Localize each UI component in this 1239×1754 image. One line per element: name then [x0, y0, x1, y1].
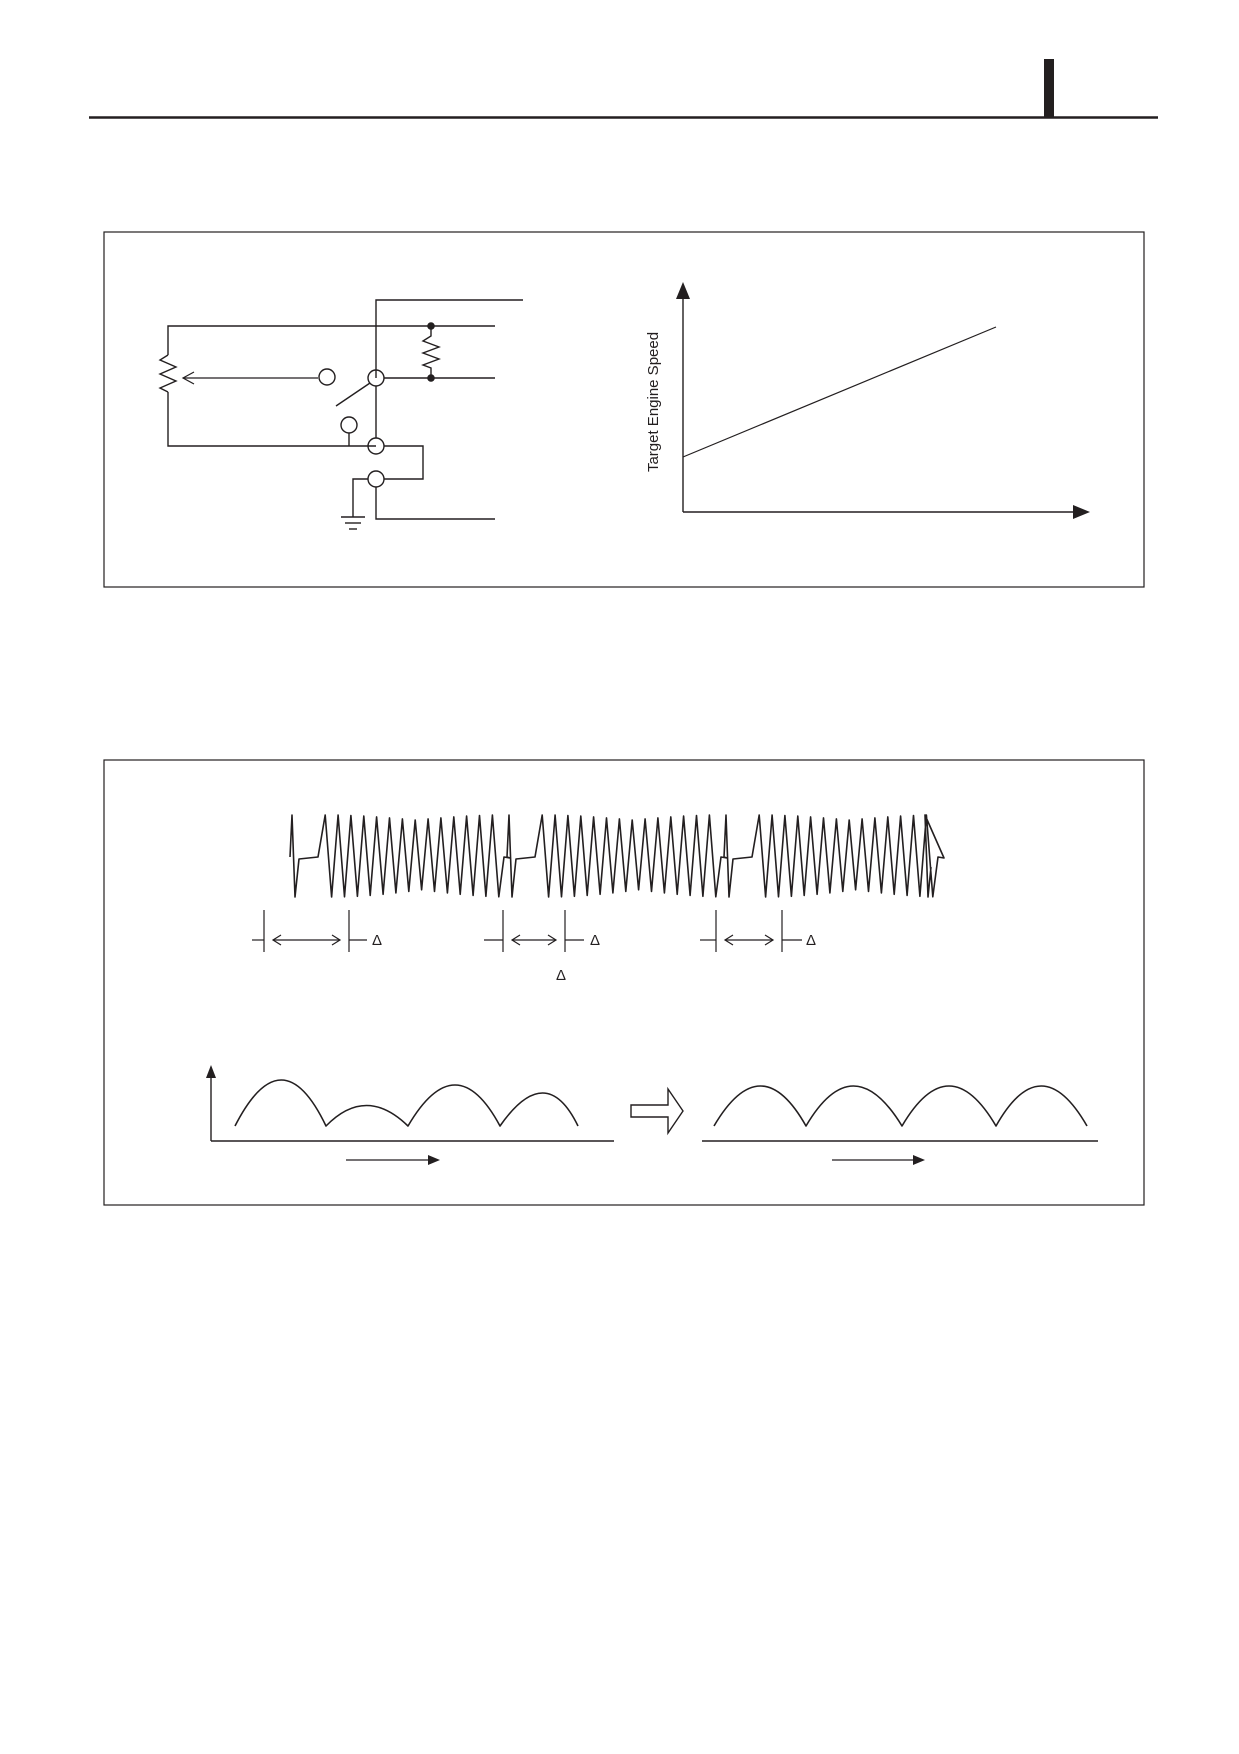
delta-mark-4: Δ: [806, 932, 816, 949]
potentiometer-resistor: [158, 354, 178, 393]
graph-y-axis-label: Target Engine Speed: [645, 332, 662, 472]
switch-blade: [335, 382, 371, 407]
junction-dot-upper: [427, 322, 435, 330]
even-speed-graph: [702, 1085, 1098, 1165]
bottom-bus-line: [375, 487, 495, 520]
delta-mark-3: Δ: [556, 967, 566, 984]
uneven-time-arrowhead: [428, 1155, 440, 1165]
even-time-arrowhead: [913, 1155, 925, 1165]
delta-mark-2: Δ: [590, 932, 600, 949]
pullup-resistor: [421, 326, 441, 378]
x-axis-arrowhead: [1073, 505, 1090, 519]
pot-left-wire: [167, 325, 431, 355]
even-speed-arcs: [713, 1085, 1088, 1127]
junction-dot-lower: [427, 374, 435, 382]
terminal-lower: [367, 470, 385, 488]
uneven-graph-y-arrowhead: [206, 1065, 216, 1078]
switch-contact-open: [318, 368, 336, 386]
section-tab-marker: [1044, 59, 1054, 118]
switch-contact-lower: [340, 416, 358, 434]
figure-frame-bottom: [103, 759, 1145, 1206]
gap-mark-2: [484, 910, 584, 952]
page-header: [89, 59, 1158, 119]
correction-block-arrow: [630, 1086, 684, 1136]
delta-mark-1: Δ: [372, 932, 382, 949]
terminal-bridge-wire: [384, 445, 424, 480]
target-speed-line: [682, 326, 997, 458]
speed-graph: Target Engine Speed: [645, 282, 1090, 519]
ground-wire: [352, 478, 368, 517]
gap-mark-3: [700, 910, 802, 952]
gap-mark-1: [252, 910, 367, 952]
crank-signal-waveform: [289, 814, 945, 898]
uneven-speed-graph: [206, 1065, 614, 1165]
wiper-arrow-head: [181, 371, 195, 385]
ground-icon: [341, 516, 365, 530]
pot-bottom-wire: [167, 392, 376, 447]
y-axis-arrowhead: [676, 282, 690, 299]
tooth-gap-marks: Δ Δ Δ Δ: [252, 910, 816, 984]
figure-frame-top: [103, 231, 1145, 588]
uneven-speed-arcs: [234, 1079, 579, 1127]
circuit-diagram: [158, 299, 523, 530]
top-bus-line: [375, 299, 523, 378]
